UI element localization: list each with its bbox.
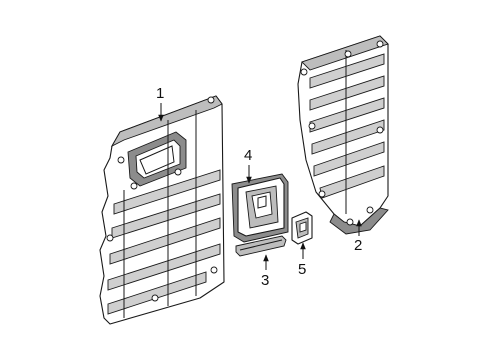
callout-2: 2 <box>354 219 362 254</box>
callout-5: 5 <box>298 242 306 278</box>
mount-hole <box>376 40 384 48</box>
mount-hole <box>130 182 138 190</box>
mount-hole <box>300 68 308 76</box>
mount-hole <box>318 190 326 198</box>
mount-hole <box>117 156 125 164</box>
mount-hole <box>366 206 374 214</box>
right-side-panel <box>297 35 389 235</box>
mount-hole <box>346 218 354 226</box>
left-side-panel <box>99 95 225 325</box>
handle-bezel <box>231 173 289 243</box>
pull-handle <box>235 235 287 257</box>
mount-hole <box>106 234 114 242</box>
mount-hole <box>174 168 182 176</box>
callout-1: 1 <box>156 85 164 122</box>
mount-hole <box>151 294 159 302</box>
callout-label-3: 3 <box>261 272 269 289</box>
mount-hole <box>210 266 218 274</box>
mount-hole <box>207 96 215 104</box>
mount-hole <box>308 122 316 130</box>
callout-label-1: 1 <box>156 85 164 102</box>
mount-hole <box>344 50 352 58</box>
callout-label-2: 2 <box>354 237 362 254</box>
mount-hole <box>376 126 384 134</box>
callout-label-4: 4 <box>244 147 252 164</box>
callout-4: 4 <box>244 147 252 184</box>
small-clip <box>291 211 313 245</box>
callout-3: 3 <box>261 254 269 289</box>
callout-label-5: 5 <box>298 261 306 278</box>
